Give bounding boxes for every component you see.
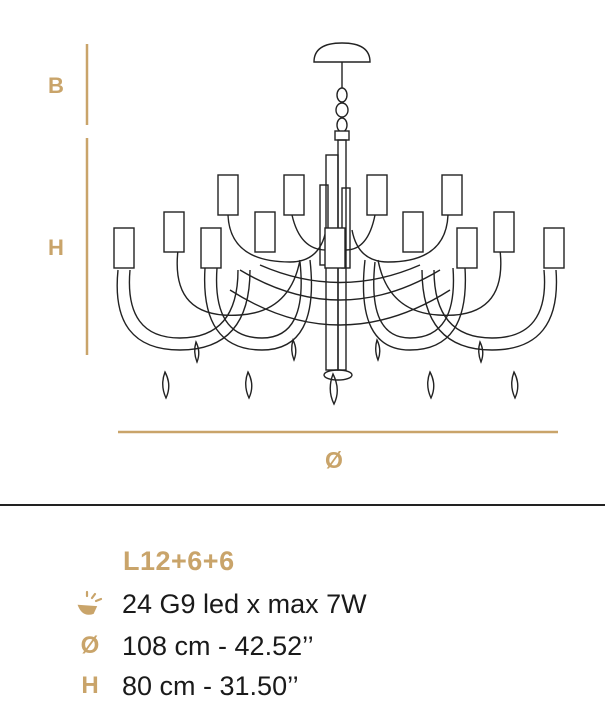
spec-row-bulbs: 24 G9 led x max 7W [70, 586, 367, 622]
dimension-label-diameter: Ø [325, 447, 343, 473]
spec-bulbs-text: 24 G9 led x max 7W [122, 588, 367, 619]
spec-height-text: 80 cm - 31.50’’ [122, 670, 299, 701]
dimension-label-h: H [48, 235, 64, 260]
chandelier-outline [113, 42, 565, 406]
spec-row-diameter: Ø 108 cm - 42.52’’ [70, 628, 314, 664]
height-icon: H [81, 672, 99, 699]
dimension-label-b: B [48, 73, 64, 98]
diameter-icon: Ø [80, 632, 100, 659]
divider [0, 504, 605, 506]
spec-diameter-text: 108 cm - 42.52’’ [122, 630, 314, 661]
chandelier-drawing [85, 42, 565, 434]
spec-row-height: H 80 cm - 31.50’’ [70, 668, 299, 704]
model-code: L12+6+6 [123, 546, 235, 576]
bulb-icon [70, 588, 110, 620]
